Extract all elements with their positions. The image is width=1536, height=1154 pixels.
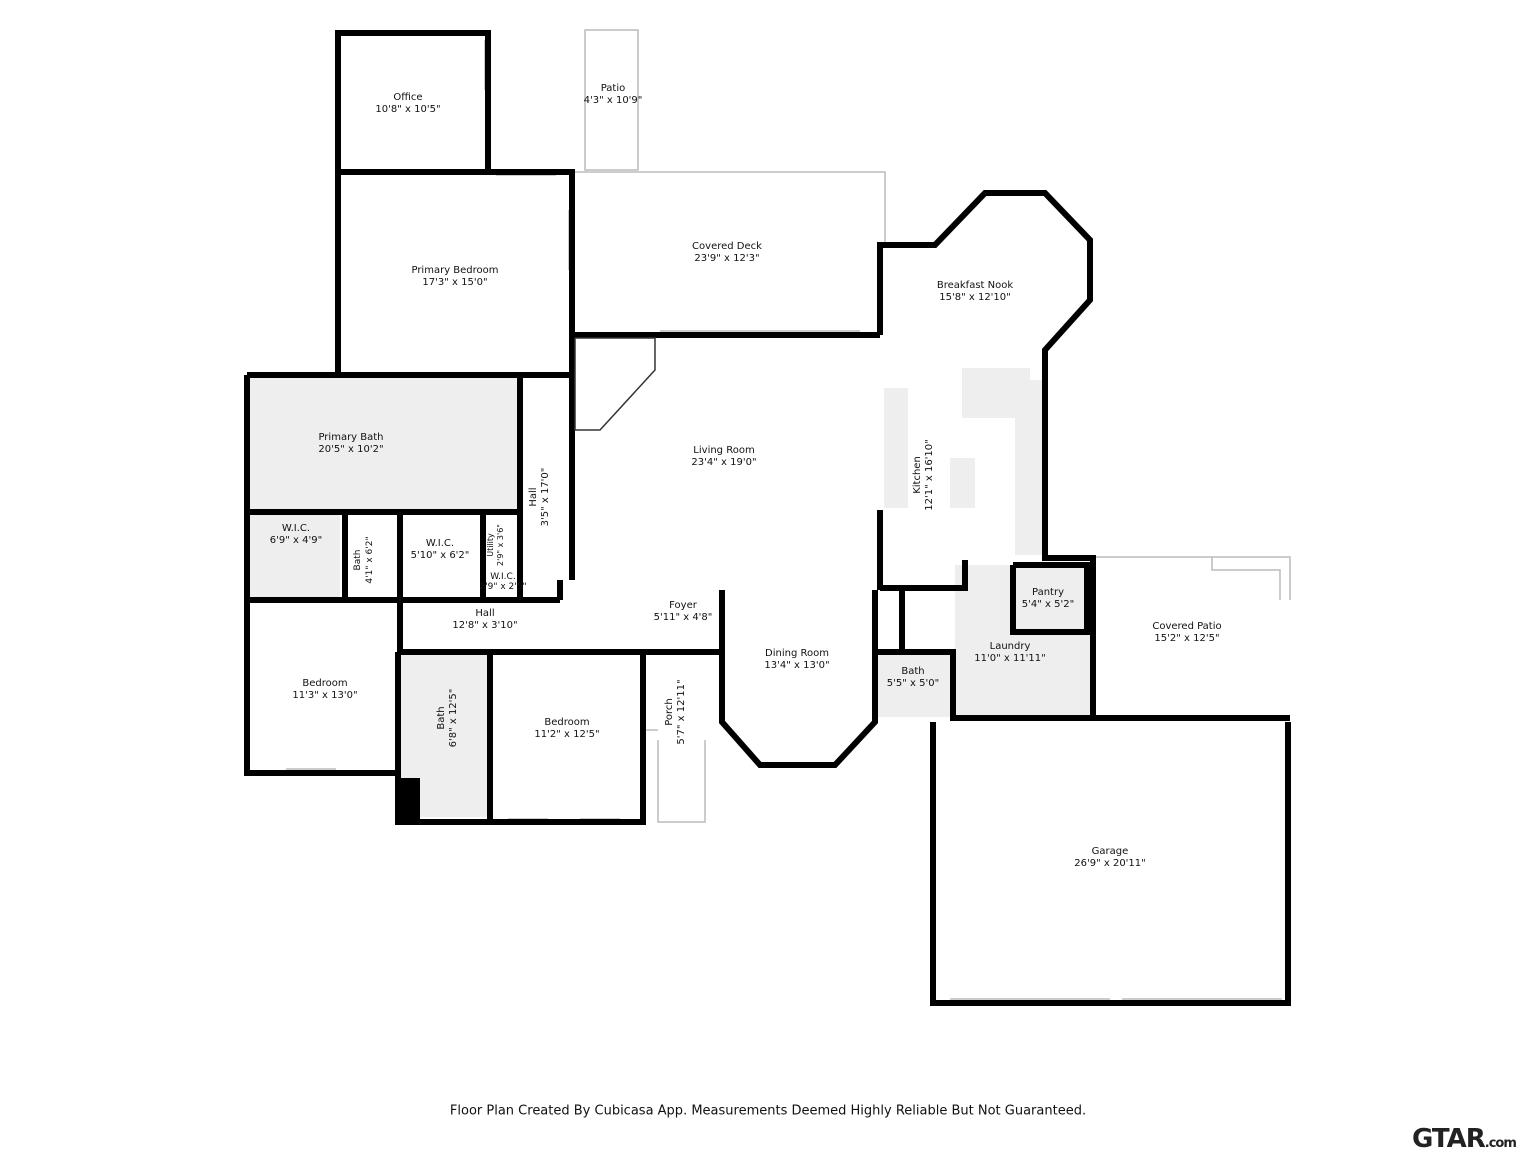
- room-name: Primary Bedroom: [411, 265, 499, 276]
- room-size: 3'5" x 17'0": [540, 467, 551, 527]
- room-name: Living Room: [693, 445, 755, 456]
- room-size: 5'11" x 4'8": [653, 612, 713, 623]
- room-size: 12'1" x 16'10": [924, 439, 935, 511]
- room-name: Bedroom: [544, 717, 590, 728]
- room-size: 10'8" x 10'5": [375, 104, 441, 115]
- room-name: Office: [393, 92, 423, 103]
- room-size: 23'4" x 19'0": [691, 457, 757, 468]
- room-size: 5'4" x 5'2": [1021, 599, 1075, 610]
- room-name: Bedroom: [302, 678, 348, 689]
- room-size: 11'3" x 13'0": [292, 690, 358, 701]
- room-name: Foyer: [669, 600, 697, 611]
- room-size: 23'9" x 12'3": [694, 253, 760, 264]
- room-name: Kitchen: [912, 456, 923, 494]
- room-name: Covered Deck: [692, 241, 762, 252]
- room-size: 5'10" x 6'2": [410, 550, 470, 561]
- chimney-block: [398, 778, 420, 820]
- room-name: Utility: [486, 533, 495, 557]
- floor-fills: [250, 368, 1090, 817]
- room-name: Bath: [436, 706, 447, 730]
- room-size: 15'2" x 12'5": [1154, 633, 1220, 644]
- room-size: 6'8" x 12'5": [448, 688, 459, 748]
- room-name: Porch: [664, 698, 675, 726]
- fireplace-hearth: [574, 337, 656, 431]
- room-size: 11'2" x 12'5": [534, 729, 600, 740]
- room-name: Dining Room: [765, 648, 829, 659]
- room-name: Patio: [600, 83, 626, 94]
- room-wic-2: W.I.C.5'10" x 6'2": [411, 538, 470, 562]
- room-name: Covered Patio: [1152, 621, 1222, 632]
- room-name: W.I.C.: [281, 523, 311, 534]
- room-name: Garage: [1091, 846, 1129, 857]
- room-wic-1: W.I.C.6'9" x 4'9": [270, 523, 322, 547]
- room-size: 11'0" x 11'11": [974, 653, 1046, 664]
- room-size: 17'3" x 15'0": [422, 277, 488, 288]
- room-size: 13'4" x 13'0": [764, 660, 830, 671]
- room-size: 20'5" x 10'2": [318, 444, 384, 455]
- room-name: Bath: [353, 549, 363, 571]
- room-size: 6'9" x 4'9": [269, 535, 323, 546]
- room-name: Laundry: [989, 641, 1031, 652]
- room-name: Breakfast Nook: [936, 280, 1014, 291]
- room-size: 5'5" x 5'0": [886, 678, 940, 689]
- disclaimer-footer: Floor Plan Created By Cubicasa App. Meas…: [449, 1103, 1087, 1119]
- room-name: Hall: [528, 487, 539, 507]
- room-size: 12'8" x 3'10": [452, 620, 518, 631]
- room-size: 2'9" x 2'5": [479, 582, 527, 592]
- room-name: W.I.C.: [490, 572, 516, 582]
- logo-text: GTAR: [1412, 1124, 1486, 1154]
- room-size: 4'1" x 6'2": [365, 536, 375, 584]
- room-name: Bath: [901, 666, 925, 677]
- room-name: Primary Bath: [318, 432, 384, 443]
- room-size: 4'3" x 10'9": [583, 95, 643, 106]
- room-size: 26'9" x 20'11": [1074, 858, 1146, 869]
- logo-suffix: .com: [1484, 1136, 1517, 1151]
- room-name: Pantry: [1031, 587, 1064, 598]
- room-wic-3: W.I.C.2'9" x 2'5": [479, 572, 526, 592]
- room-size: 5'7" x 12'11": [676, 679, 687, 745]
- outdoor-outlines: [572, 29, 1291, 823]
- room-size: 2'9" x 3'6": [496, 524, 505, 566]
- room-name: Hall: [475, 608, 495, 619]
- room-size: 15'8" x 12'10": [939, 292, 1011, 303]
- room-name: W.I.C.: [425, 538, 455, 549]
- gtar-logo: GTAR.com: [1412, 1124, 1517, 1154]
